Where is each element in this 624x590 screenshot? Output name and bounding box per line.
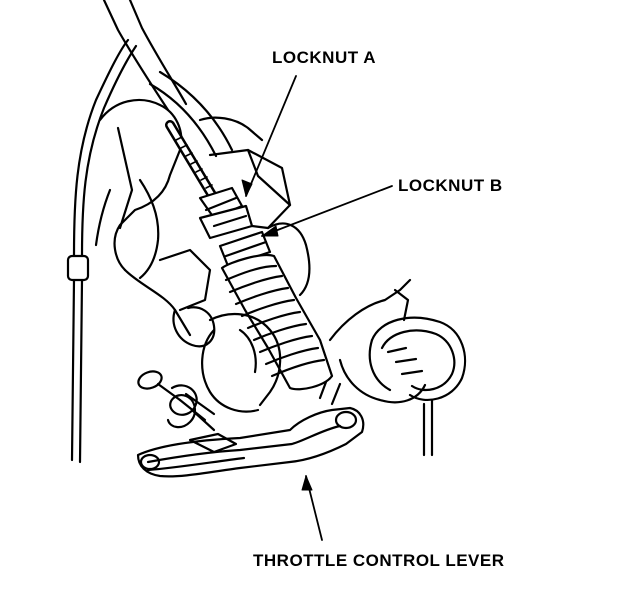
locknut-b-label: LOCKNUT B	[398, 176, 503, 195]
right-elbow-hose	[370, 318, 465, 455]
locknut-a-label: LOCKNUT A	[272, 48, 376, 67]
left-hose	[68, 40, 136, 462]
right-housing	[268, 223, 425, 402]
upper-tube	[104, 0, 232, 156]
cable-boot	[222, 255, 332, 389]
throttle-lever-part	[138, 382, 363, 476]
throttle-control-lever-label: THROTTLE CONTROL LEVER	[253, 551, 505, 570]
throttle-cable	[170, 125, 215, 200]
leader-locknut-b	[262, 186, 392, 236]
locknut-b-part	[220, 232, 270, 266]
locknut-a-part	[200, 188, 252, 238]
engine-body	[96, 100, 262, 346]
return-spring	[136, 368, 214, 430]
leader-throttle-lever	[302, 476, 322, 540]
throttle-body	[202, 314, 280, 412]
leader-locknut-a	[242, 76, 296, 196]
